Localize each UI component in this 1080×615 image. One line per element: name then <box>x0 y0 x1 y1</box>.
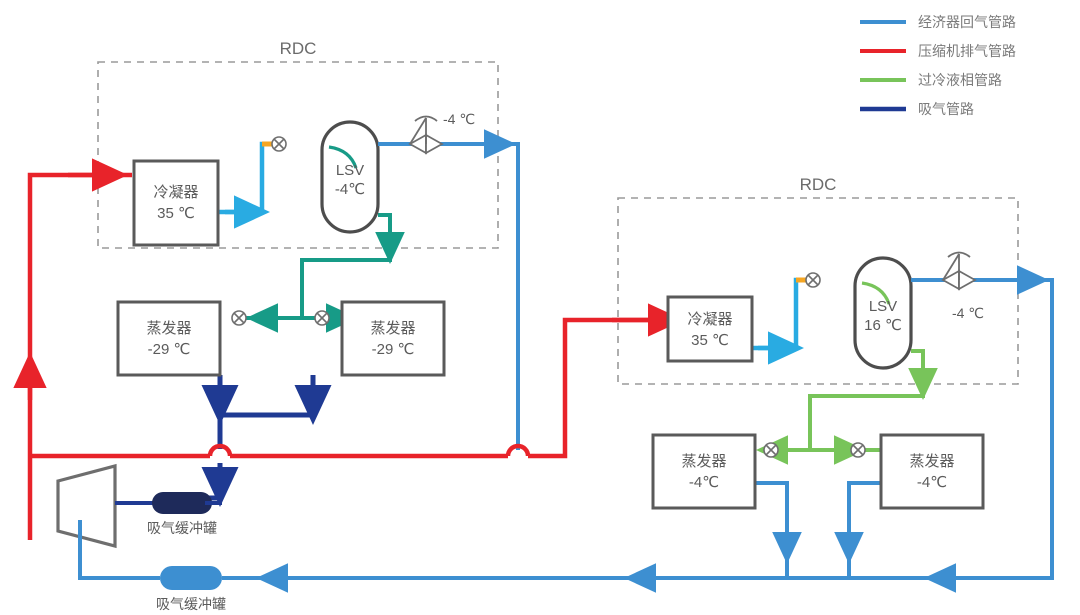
valve-symbol-left-evap-b[interactable] <box>314 310 330 326</box>
valve-symbol-right-evap-b[interactable] <box>850 442 866 458</box>
evaporator-box-right-a <box>651 433 757 510</box>
evaporator-name-right-a: 蒸发器 <box>681 453 726 470</box>
rdc-boundary-right <box>617 197 1019 385</box>
suction-buffer-tank-upper <box>152 492 212 514</box>
legend-label: 压缩机排气管路 <box>918 43 1016 59</box>
suction-buffer-upper-label: 吸气缓冲罐 <box>147 520 217 536</box>
pipe-liquid-left-to-valve <box>219 141 268 215</box>
legend-item-2: 过冷液相管路 <box>860 72 1002 88</box>
rdc-title-right: RDC <box>800 175 837 194</box>
legend-label: 经济器回气管路 <box>918 14 1016 30</box>
valve-symbol-left-inlet[interactable] <box>271 136 287 152</box>
lsv-name-right: LSV <box>869 298 897 315</box>
rdc-title-left: RDC <box>280 39 317 58</box>
evaporator-name-right-b: 蒸发器 <box>909 453 954 470</box>
evaporator-name-left-a: 蒸发器 <box>146 320 191 337</box>
pipe-hop-over-suction <box>207 443 233 457</box>
suction-buffer-tank-lower <box>160 566 222 590</box>
evaporator-name-left-b: 蒸发器 <box>370 320 415 337</box>
pipe-econ-return-into-compressor <box>78 520 160 580</box>
legend-label: 吸气管路 <box>918 101 974 117</box>
evaporator-temp-left-b: -29 ℃ <box>372 341 415 358</box>
valve-symbol-right-inlet[interactable] <box>805 272 821 288</box>
legend-item-1: 压缩机排气管路 <box>860 43 1016 59</box>
condenser-name-left: 冷凝器 <box>153 184 198 201</box>
legend-item-3: 吸气管路 <box>860 101 974 117</box>
valve-symbol-right-evap-a[interactable] <box>763 442 779 458</box>
legend-item-0: 经济器回气管路 <box>860 14 1016 30</box>
condenser-temp-left: 35 ℃ <box>157 205 195 222</box>
pipe-hop-over-econ-return <box>505 443 531 457</box>
pipe-suction-left-evapB <box>220 375 316 418</box>
expansion-valve-left[interactable] <box>408 115 444 155</box>
condenser-box-left <box>132 159 220 247</box>
valve-temp-right: -4 ℃ <box>952 305 984 321</box>
evaporator-box-left-a <box>116 300 222 377</box>
evaporator-temp-left-a: -29 ℃ <box>148 341 191 358</box>
legend: 经济器回气管路 压缩机排气管路 过冷液相管路 吸气管路 <box>860 14 1016 117</box>
pipe-econ-return-left <box>378 142 520 450</box>
valve-symbol-left-evap-a[interactable] <box>231 310 247 326</box>
pipe-liquid-right-to-valve <box>752 277 802 351</box>
lsv-internal-curve-left <box>328 145 358 169</box>
lsv-internal-curve-right <box>861 281 891 305</box>
condenser-name-right: 冷凝器 <box>687 311 732 328</box>
evaporator-box-right-b <box>879 433 985 510</box>
lsv-temp-right: 16 ℃ <box>864 317 902 334</box>
expansion-valve-right[interactable] <box>941 251 977 291</box>
pipe-return-right-evapB-link <box>847 481 881 512</box>
lsv-name-left: LSV <box>336 162 364 179</box>
rdc-boundary-left <box>97 61 499 249</box>
compressor[interactable] <box>56 463 117 549</box>
evaporator-temp-right-b: -4℃ <box>917 474 947 491</box>
evaporator-temp-right-a: -4℃ <box>689 474 719 491</box>
evaporator-box-left-b <box>340 300 446 377</box>
lsv-temp-left: -4℃ <box>335 181 365 198</box>
legend-label: 过冷液相管路 <box>918 72 1002 88</box>
valve-temp-left: -4 ℃ <box>443 111 475 127</box>
condenser-box-right <box>666 295 754 363</box>
condenser-temp-right: 35 ℃ <box>691 332 729 349</box>
pipe-suction-left-evapA <box>217 375 260 418</box>
suction-buffer-lower-label: 吸气缓冲罐 <box>156 596 226 612</box>
pipe-return-right-evapA-link <box>755 481 789 512</box>
